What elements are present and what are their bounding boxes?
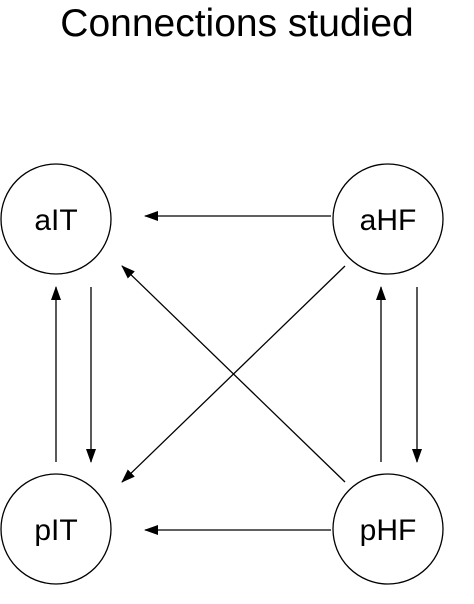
- node-pHF: pHF: [332, 473, 444, 585]
- node-pHF-circle: [332, 473, 444, 585]
- arrow-pHF-to-aIT: [121, 265, 346, 483]
- node-aIT-label: aIT: [34, 204, 77, 237]
- node-aIT-circle: [0, 163, 112, 275]
- node-pIT-label: pIT: [34, 514, 77, 547]
- diagram-title: Connections studied: [60, 2, 414, 45]
- node-aHF-label: aHF: [360, 204, 417, 237]
- node-aIT: aIT: [0, 163, 112, 275]
- edges-layer: [51, 211, 422, 535]
- node-pIT-circle: [0, 473, 112, 585]
- node-pHF-label: pHF: [360, 514, 417, 547]
- node-aHF: aHF: [332, 163, 444, 275]
- node-aHF-circle: [332, 163, 444, 275]
- node-pIT: pIT: [0, 473, 112, 585]
